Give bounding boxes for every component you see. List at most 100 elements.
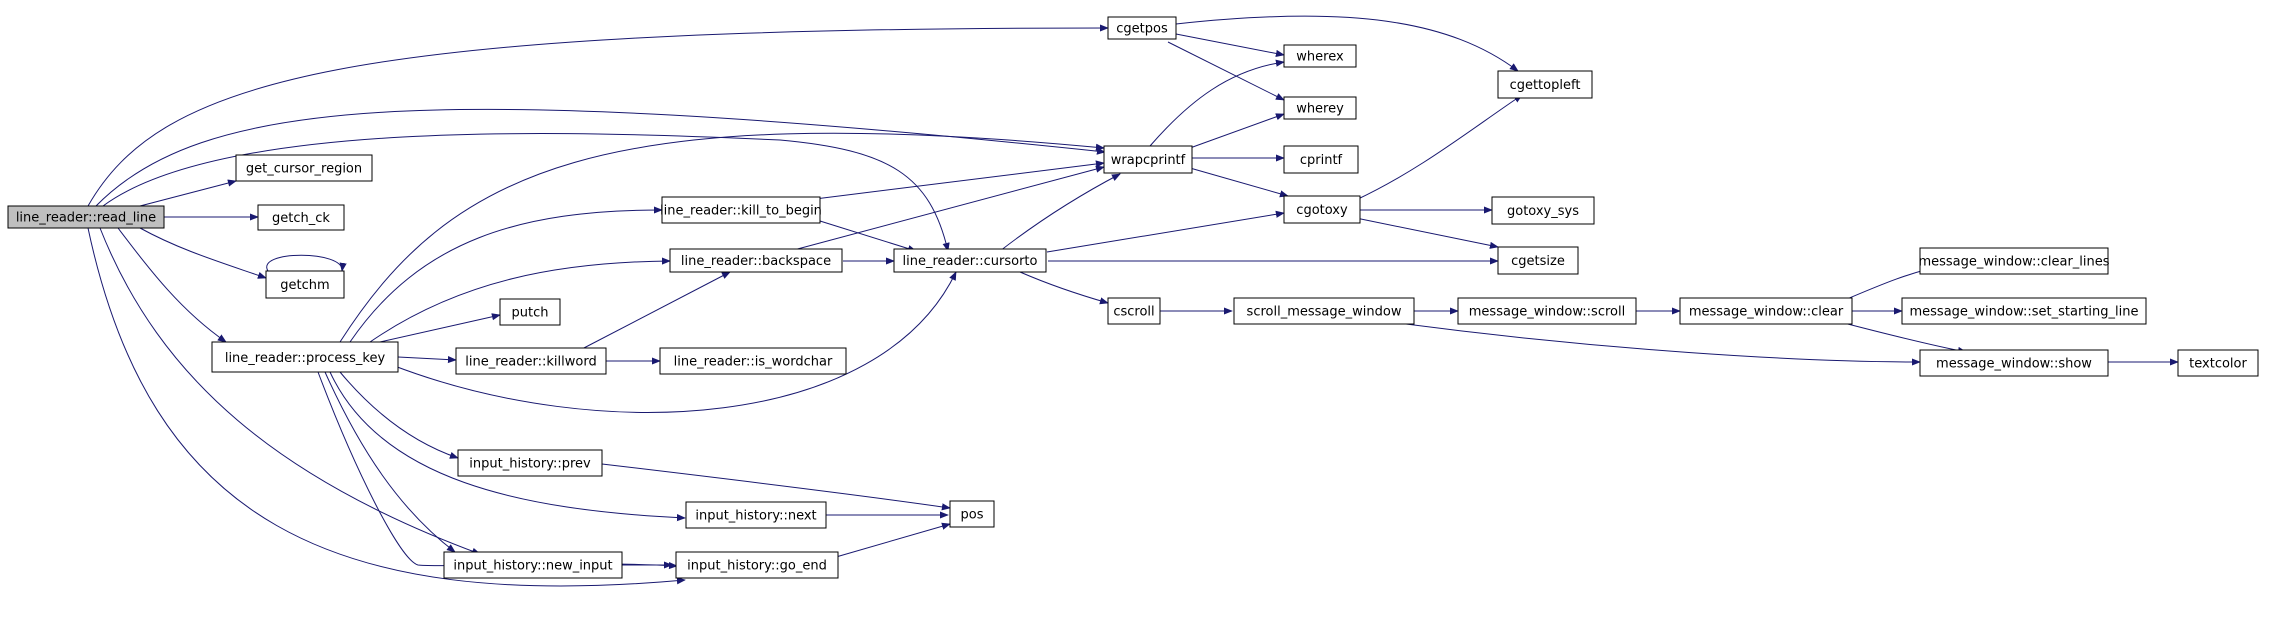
node-wherex[interactable]: wherex	[1283, 44, 1357, 68]
node-input-history-new-input[interactable]: input_history::new_input	[443, 551, 623, 579]
edge-clear-to-show	[1839, 321, 1967, 354]
node-cgetpos[interactable]: cgetpos	[1107, 16, 1177, 40]
edge-read-line-to-process-key	[117, 227, 227, 343]
edge-getchm-self-loop	[266, 254, 347, 272]
edge-process-key-to-prev	[339, 371, 459, 459]
node-label: message_window::scroll	[1469, 305, 1625, 320]
node-label: input_history::prev	[469, 457, 591, 472]
edge-cgetpos-to-wherex	[1175, 33, 1285, 57]
node-label: cgettopleft	[1510, 78, 1581, 93]
edge-go-end-to-pos	[835, 522, 951, 558]
node-pos[interactable]: pos	[949, 500, 995, 528]
node-getch-ck[interactable]: getch_ck	[257, 204, 345, 231]
edge-process-key-to-backspace	[369, 257, 671, 343]
node-cgettopleft[interactable]: cgettopleft	[1497, 70, 1593, 99]
edge-process-key-to-putch	[379, 313, 501, 343]
node-textcolor[interactable]: textcolor	[2177, 349, 2259, 377]
node-label: input_history::next	[695, 509, 816, 524]
node-input-history-go-end[interactable]: input_history::go_end	[675, 551, 839, 579]
edge-read-line-to-wrapcprintf	[95, 108, 1106, 207]
node-label: message_window::set_starting_line	[1909, 305, 2138, 320]
node-label: cgetpos	[1116, 22, 1168, 37]
edge-wrapcprintf-to-wherey	[1189, 113, 1285, 149]
node-label: line_reader::kill_to_begin	[660, 204, 822, 219]
edge-read-line-to-go-end	[87, 227, 686, 587]
node-label: get_cursor_region	[246, 162, 362, 177]
edge-wrapcprintf-to-cgotoxy	[1189, 167, 1289, 198]
node-label: cgotoxy	[1296, 203, 1348, 218]
node-label: line_reader::process_key	[225, 351, 386, 366]
node-wrapcprintf[interactable]: wrapcprintf	[1103, 145, 1193, 174]
edge-cgotoxy-to-cgettopleft	[1355, 94, 1523, 201]
node-kill-to-begin[interactable]: line_reader::kill_to_begin	[660, 196, 822, 224]
node-label: pos	[961, 508, 984, 523]
edge-cgetpos-to-cgettopleft	[1175, 15, 1519, 72]
node-label: message_window::show	[1936, 357, 2092, 372]
edge-process-key-to-killword	[397, 355, 457, 364]
node-is-wordchar[interactable]: line_reader::is_wordchar	[659, 347, 847, 375]
node-label: scroll_message_window	[1247, 305, 1402, 320]
node-label: line_reader::is_wordchar	[674, 355, 833, 370]
node-scroll-message-window[interactable]: scroll_message_window	[1233, 297, 1415, 325]
node-label: line_reader::cursorto	[903, 254, 1038, 269]
node-input-history-prev[interactable]: input_history::prev	[457, 449, 603, 477]
node-message-window-show[interactable]: message_window::show	[1919, 349, 2109, 377]
node-gotoxy-sys[interactable]: gotoxy_sys	[1491, 196, 1595, 225]
node-message-window-set-starting-line[interactable]: message_window::set_starting_line	[1901, 297, 2147, 325]
edge-cursorto-to-cgotoxy	[1046, 210, 1285, 253]
node-label: textcolor	[2189, 357, 2247, 372]
node-label: cgetsize	[1511, 254, 1565, 269]
node-getchm[interactable]: getchm	[265, 270, 345, 299]
edge-read-line-to-new-input	[99, 227, 481, 555]
node-label: wherey	[1296, 102, 1344, 117]
node-message-window-clear[interactable]: message_window::clear	[1679, 297, 1853, 325]
node-cprintf[interactable]: cprintf	[1283, 145, 1359, 174]
edge-cursorto-to-cscroll	[1019, 271, 1109, 305]
node-layer: line_reader::read_line cgetpos wherex wh…	[7, 16, 2259, 579]
node-label: cscroll	[1113, 305, 1154, 320]
node-get-cursor-region[interactable]: get_cursor_region	[235, 154, 373, 182]
edge-backspace-to-wrapcprintf	[789, 165, 1105, 252]
edge-process-key-to-cursorto	[391, 271, 957, 413]
node-read-line[interactable]: line_reader::read_line	[7, 205, 165, 229]
node-label: gotoxy_sys	[1507, 204, 1579, 219]
edge-read-line-to-getchm	[139, 227, 267, 279]
edge-read-line-to-cgetpos	[87, 24, 1109, 207]
node-killword[interactable]: line_reader::killword	[455, 347, 607, 375]
edge-scroll-message-window-to-show	[1389, 321, 1921, 366]
node-label: getchm	[280, 278, 329, 293]
node-label: wherex	[1296, 50, 1344, 65]
node-label: putch	[512, 306, 549, 321]
node-label: getch_ck	[272, 211, 330, 226]
edge-process-key-to-wrapcprintf	[339, 132, 1105, 343]
node-cgetsize[interactable]: cgetsize	[1497, 246, 1579, 275]
edge-wrapcprintf-to-wherex	[1149, 59, 1285, 147]
edge-read-line-to-cursorto	[102, 133, 950, 252]
node-message-window-scroll[interactable]: message_window::scroll	[1457, 297, 1637, 325]
node-cscroll[interactable]: cscroll	[1107, 297, 1161, 325]
node-putch[interactable]: putch	[499, 298, 561, 326]
node-input-history-next[interactable]: input_history::next	[685, 501, 827, 529]
edge-kill-to-begin-to-cursorto	[819, 220, 917, 253]
node-cgotoxy[interactable]: cgotoxy	[1283, 195, 1361, 224]
edge-killword-to-backspace	[579, 271, 731, 351]
node-label: input_history::go_end	[687, 559, 827, 574]
edge-layer	[87, 15, 2179, 587]
node-cursorto[interactable]: line_reader::cursorto	[893, 248, 1047, 273]
node-process-key[interactable]: line_reader::process_key	[211, 341, 399, 373]
node-label: message_window::clear	[1689, 305, 1844, 320]
edge-cgetpos-to-wherey	[1167, 41, 1285, 101]
node-wherey[interactable]: wherey	[1283, 96, 1357, 120]
edge-read-line-to-get-cursor-region	[139, 179, 237, 207]
node-label: line_reader::backspace	[681, 254, 831, 269]
node-label: input_history::new_input	[453, 559, 612, 574]
edge-prev-to-pos	[601, 463, 951, 511]
node-backspace[interactable]: line_reader::backspace	[669, 248, 843, 273]
node-label: wrapcprintf	[1111, 153, 1186, 168]
node-label: line_reader::read_line	[16, 211, 156, 226]
node-message-window-clear-lines[interactable]: message_window::clear_lines	[1918, 247, 2110, 275]
node-label: message_window::clear_lines	[1918, 255, 2109, 270]
edge-cursorto-to-wrapcprintf	[999, 173, 1121, 252]
node-label: line_reader::killword	[465, 355, 596, 370]
